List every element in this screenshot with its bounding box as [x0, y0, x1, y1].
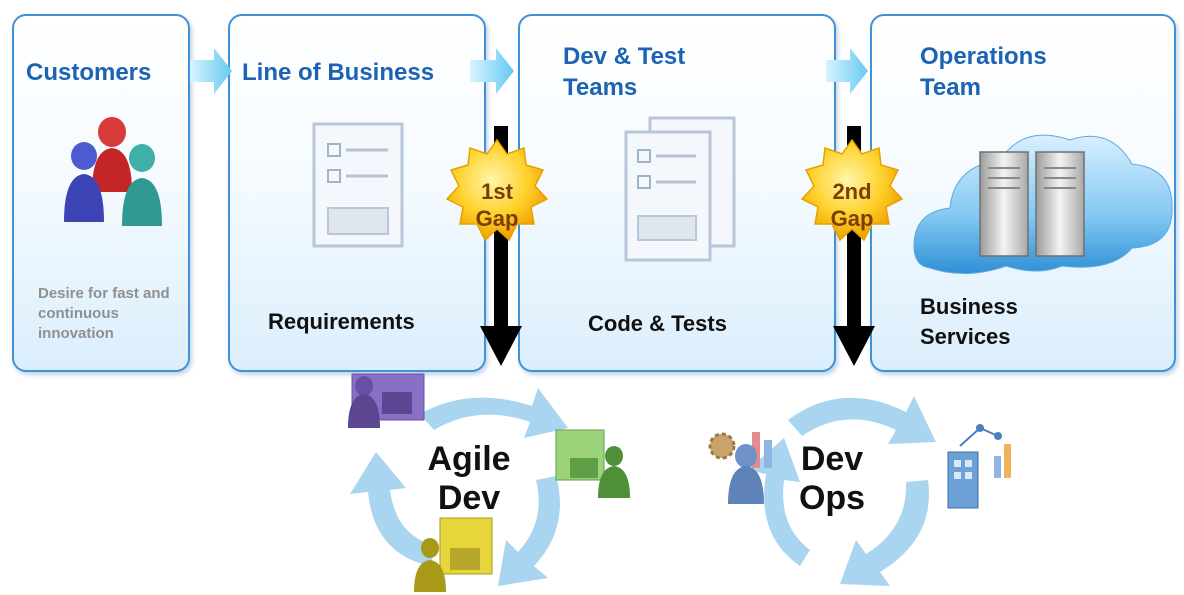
- flow-arrow-3: [826, 48, 868, 94]
- stage-title-customers: Customers: [26, 59, 152, 86]
- devops-gear-person-icon: [708, 432, 772, 504]
- customers-people-icon: [64, 117, 162, 226]
- stage-title-line-of-business: Line of Business: [242, 59, 435, 86]
- gap-star-1: [445, 138, 549, 242]
- gap-star-2: [800, 138, 904, 242]
- gap-arrow-2: [833, 126, 875, 366]
- flow-arrow-1: [190, 48, 232, 94]
- cloud-servers-icon: [913, 134, 1173, 275]
- agile-team-green-icon: [555, 429, 630, 498]
- stage-caption-requirements: Requirements: [268, 309, 415, 334]
- gap-label-2: 2nd Gap: [830, 179, 874, 231]
- cycle-label-agile-dev: Agile Dev: [427, 440, 511, 517]
- requirements-document-icon: [312, 122, 404, 248]
- stage-caption-code-tests: Code & Tests: [588, 311, 727, 336]
- stage-caption-business-services: Business Services: [920, 294, 1018, 349]
- cycle-label-dev-ops: Dev Ops: [798, 440, 866, 517]
- gap-label-1: 1st Gap: [475, 179, 519, 231]
- flow-arrow-2: [470, 48, 514, 94]
- agile-team-purple-icon: [348, 373, 425, 428]
- stage-title-dev-test: Dev & Test Teams: [563, 43, 686, 101]
- stage-title-operations: Operations Team: [920, 43, 1047, 101]
- agile-team-yellow-icon: [414, 517, 493, 592]
- code-tests-documents-icon: [624, 116, 736, 262]
- stage-note-customers: Desire for fast and continuous innovatio…: [38, 285, 170, 342]
- devops-chart-building-icon: [947, 424, 1011, 509]
- agile-dev-cycle-arrows: [350, 388, 568, 586]
- gap-arrow-1: [480, 126, 522, 366]
- dev-ops-cycle-arrows: [748, 396, 936, 586]
